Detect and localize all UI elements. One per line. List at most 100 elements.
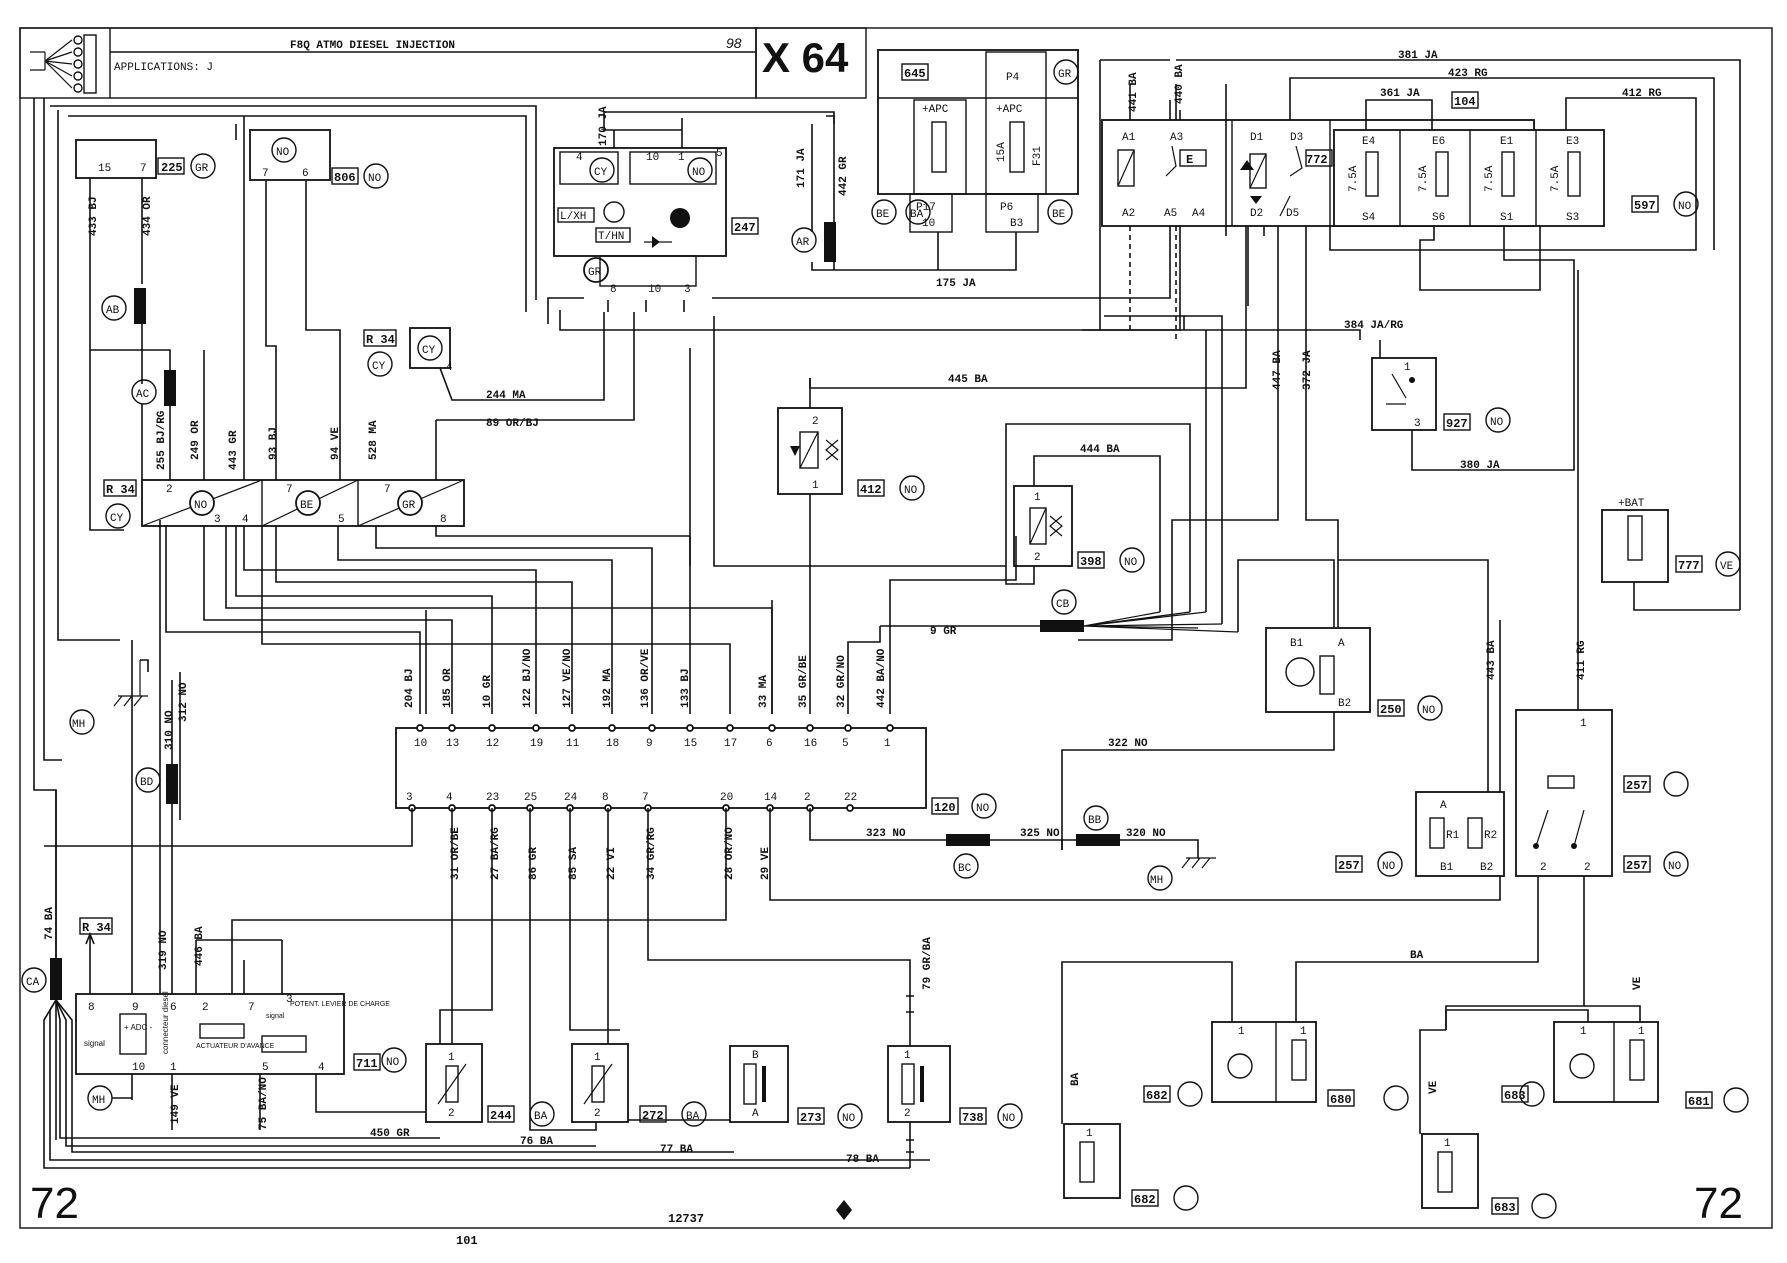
svg-text:683: 683 <box>1494 1201 1516 1215</box>
svg-text:31 OR/BE: 31 OR/BE <box>450 827 462 880</box>
component-683: 1 683 <box>1421 1133 1557 1219</box>
svg-text:S4: S4 <box>1362 212 1376 224</box>
svg-text:434 OR: 434 OR <box>142 196 154 236</box>
ecu-bottom-pin: 23 <box>486 792 499 804</box>
svg-text:175 JA: 175 JA <box>936 278 976 290</box>
svg-text:GR: GR <box>588 267 602 279</box>
svg-text:NO: NO <box>1678 201 1692 213</box>
svg-text:7: 7 <box>262 168 269 180</box>
sensor-icon <box>1569 1053 1595 1079</box>
svg-text:VE: VE <box>1720 561 1734 573</box>
svg-text:A4: A4 <box>1192 208 1206 220</box>
svg-text:8: 8 <box>610 284 617 296</box>
svg-text:A5: A5 <box>1164 208 1177 220</box>
svg-text:34 GR/RG: 34 GR/RG <box>646 827 658 880</box>
svg-text:S3: S3 <box>1566 212 1579 224</box>
shunt-bc <box>946 834 990 846</box>
ecu-top-wire-labels: 204 BJ 185 OR 10 GR 122 BJ/NO 127 VE/NO … <box>404 648 888 708</box>
svg-text:7.5A: 7.5A <box>1418 165 1430 192</box>
svg-text:412: 412 <box>860 483 882 497</box>
ecu-top-pin-dot <box>648 724 656 732</box>
applications-label: APPLICATIONS: J <box>114 62 213 74</box>
svg-text:BE: BE <box>876 209 890 221</box>
svg-text:T/HN: T/HN <box>598 231 624 243</box>
ecu-top-pin: 5 <box>842 738 849 750</box>
svg-text:2: 2 <box>904 1108 911 1120</box>
component-273: B A 273 NO <box>729 1045 863 1129</box>
svg-text:9: 9 <box>132 1002 139 1014</box>
harness-logo-icon <box>30 34 97 94</box>
svg-text:NO: NO <box>194 500 208 512</box>
svg-text:10: 10 <box>646 152 659 164</box>
component-645-p4: 645 +APC P4 GR +APC 15A F31 P17 10 P6 B3… <box>871 49 1079 233</box>
svg-text:6: 6 <box>170 1002 177 1014</box>
svg-text:BC: BC <box>958 863 972 875</box>
svg-text:10: 10 <box>648 284 661 296</box>
svg-text:B1: B1 <box>1290 638 1304 650</box>
svg-text:R2: R2 <box>1484 830 1497 842</box>
svg-text:257: 257 <box>1626 859 1648 873</box>
svg-text:442 GR: 442 GR <box>838 156 850 196</box>
svg-text:528 MA: 528 MA <box>368 420 380 460</box>
svg-text:2: 2 <box>1540 862 1547 874</box>
svg-text:CY: CY <box>422 345 436 357</box>
page-number-bottom: 101 <box>456 1234 478 1248</box>
svg-text:connecteur diesel: connecteur diesel <box>161 991 170 1054</box>
transistor-icon <box>1285 657 1315 687</box>
svg-text:7.5A: 7.5A <box>1348 165 1360 192</box>
ecu-bottom-pin: 8 <box>602 792 609 804</box>
svg-text:204 BJ: 204 BJ <box>404 668 416 708</box>
ecu-top-pin: 13 <box>446 738 459 750</box>
svg-text:325 NO: 325 NO <box>1020 828 1060 840</box>
svg-text:444 BA: 444 BA <box>1080 444 1120 456</box>
svg-text:120: 120 <box>934 801 956 815</box>
svg-text:VE: VE <box>1428 1080 1440 1094</box>
svg-text:E1: E1 <box>1500 136 1514 148</box>
svg-text:+APC: +APC <box>922 104 949 116</box>
svg-text:7: 7 <box>384 484 391 496</box>
svg-text:257: 257 <box>1338 859 1360 873</box>
svg-text:10: 10 <box>132 1062 145 1074</box>
svg-text:440 BA: 440 BA <box>1174 64 1186 104</box>
svg-text:A: A <box>752 1108 759 1120</box>
svg-text:398: 398 <box>1080 555 1102 569</box>
svg-text:441 BA: 441 BA <box>1128 72 1140 112</box>
ecu-top-pin-dot <box>806 724 814 732</box>
model-code: X 64 <box>762 34 849 81</box>
svg-text:412 RG: 412 RG <box>1622 88 1662 100</box>
svg-text:GR: GR <box>402 500 416 512</box>
svg-text:1: 1 <box>812 480 819 492</box>
svg-text:170 JA: 170 JA <box>598 106 610 146</box>
svg-text:86 GR: 86 GR <box>528 847 540 880</box>
svg-text:185 OR: 185 OR <box>442 668 454 708</box>
sheet-frame <box>19 27 1773 1229</box>
svg-text:94 VE: 94 VE <box>330 427 342 460</box>
svg-text:380 JA: 380 JA <box>1460 460 1500 472</box>
svg-text:319 NO: 319 NO <box>158 930 170 970</box>
svg-text:D5: D5 <box>1286 208 1299 220</box>
svg-text:E4: E4 <box>1362 136 1376 148</box>
svg-text:2: 2 <box>812 416 819 428</box>
svg-text:8: 8 <box>440 514 447 526</box>
svg-text:NO: NO <box>1002 1113 1016 1125</box>
svg-text:10 GR: 10 GR <box>482 675 494 708</box>
ecu-top-pin-dot <box>886 724 894 732</box>
diagram-title: F8Q ATMO DIESEL INJECTION <box>290 40 455 52</box>
svg-text:CB: CB <box>1056 599 1070 611</box>
svg-text:CY: CY <box>110 513 124 525</box>
component-681: 1 1 683 681 <box>1501 1021 1749 1113</box>
svg-text:372 JA: 372 JA <box>1302 350 1314 390</box>
svg-text:78 BA: 78 BA <box>846 1154 879 1166</box>
svg-text:122 BJ/NO: 122 BJ/NO <box>522 648 534 708</box>
svg-text:1: 1 <box>1086 1128 1093 1140</box>
svg-text:680: 680 <box>1330 1093 1352 1107</box>
ecu-top-pin-dot <box>568 724 576 732</box>
shunt-bb <box>1076 834 1120 846</box>
svg-text:ACTUATEUR D'AVANCE: ACTUATEUR D'AVANCE <box>196 1043 275 1050</box>
svg-text:75 BA/NO: 75 BA/NO <box>258 1077 270 1130</box>
title-block: F8Q ATMO DIESEL INJECTION APPLICATIONS: … <box>19 27 867 99</box>
svg-text:R 34: R 34 <box>82 921 111 935</box>
svg-text:6: 6 <box>302 168 309 180</box>
shunt-ar <box>824 222 836 262</box>
ecu-top-pin-dot <box>844 724 852 732</box>
